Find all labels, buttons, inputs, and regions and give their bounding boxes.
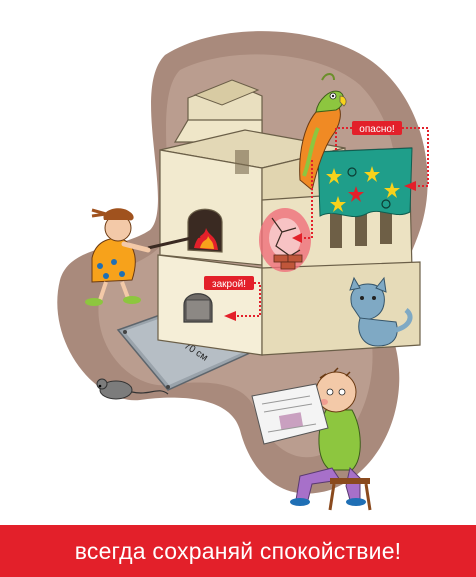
wall-crack	[259, 208, 311, 272]
red-dotted-arrow-icon	[402, 127, 429, 187]
close-label-text: закрой!	[212, 279, 246, 290]
danger-label-text: опасно!	[359, 124, 394, 135]
stove-safety-illustration: 50 × 70 см	[57, 31, 429, 511]
hanging-cloth	[317, 147, 413, 218]
slogan-banner: всегда сохраняй спокойствие!	[0, 525, 476, 577]
close-label: закрой!	[204, 276, 261, 321]
slogan-text: всегда сохраняй спокойствие!	[74, 537, 402, 564]
oven-mouth	[187, 208, 223, 253]
parrot	[299, 73, 347, 191]
cat	[349, 276, 413, 347]
boy-reading	[251, 367, 372, 511]
ash-door	[183, 293, 213, 323]
mouse	[96, 378, 169, 400]
danger-label: опасно!	[335, 121, 429, 191]
girl-with-poker	[85, 208, 201, 306]
crack-arrow-icon	[302, 160, 313, 239]
